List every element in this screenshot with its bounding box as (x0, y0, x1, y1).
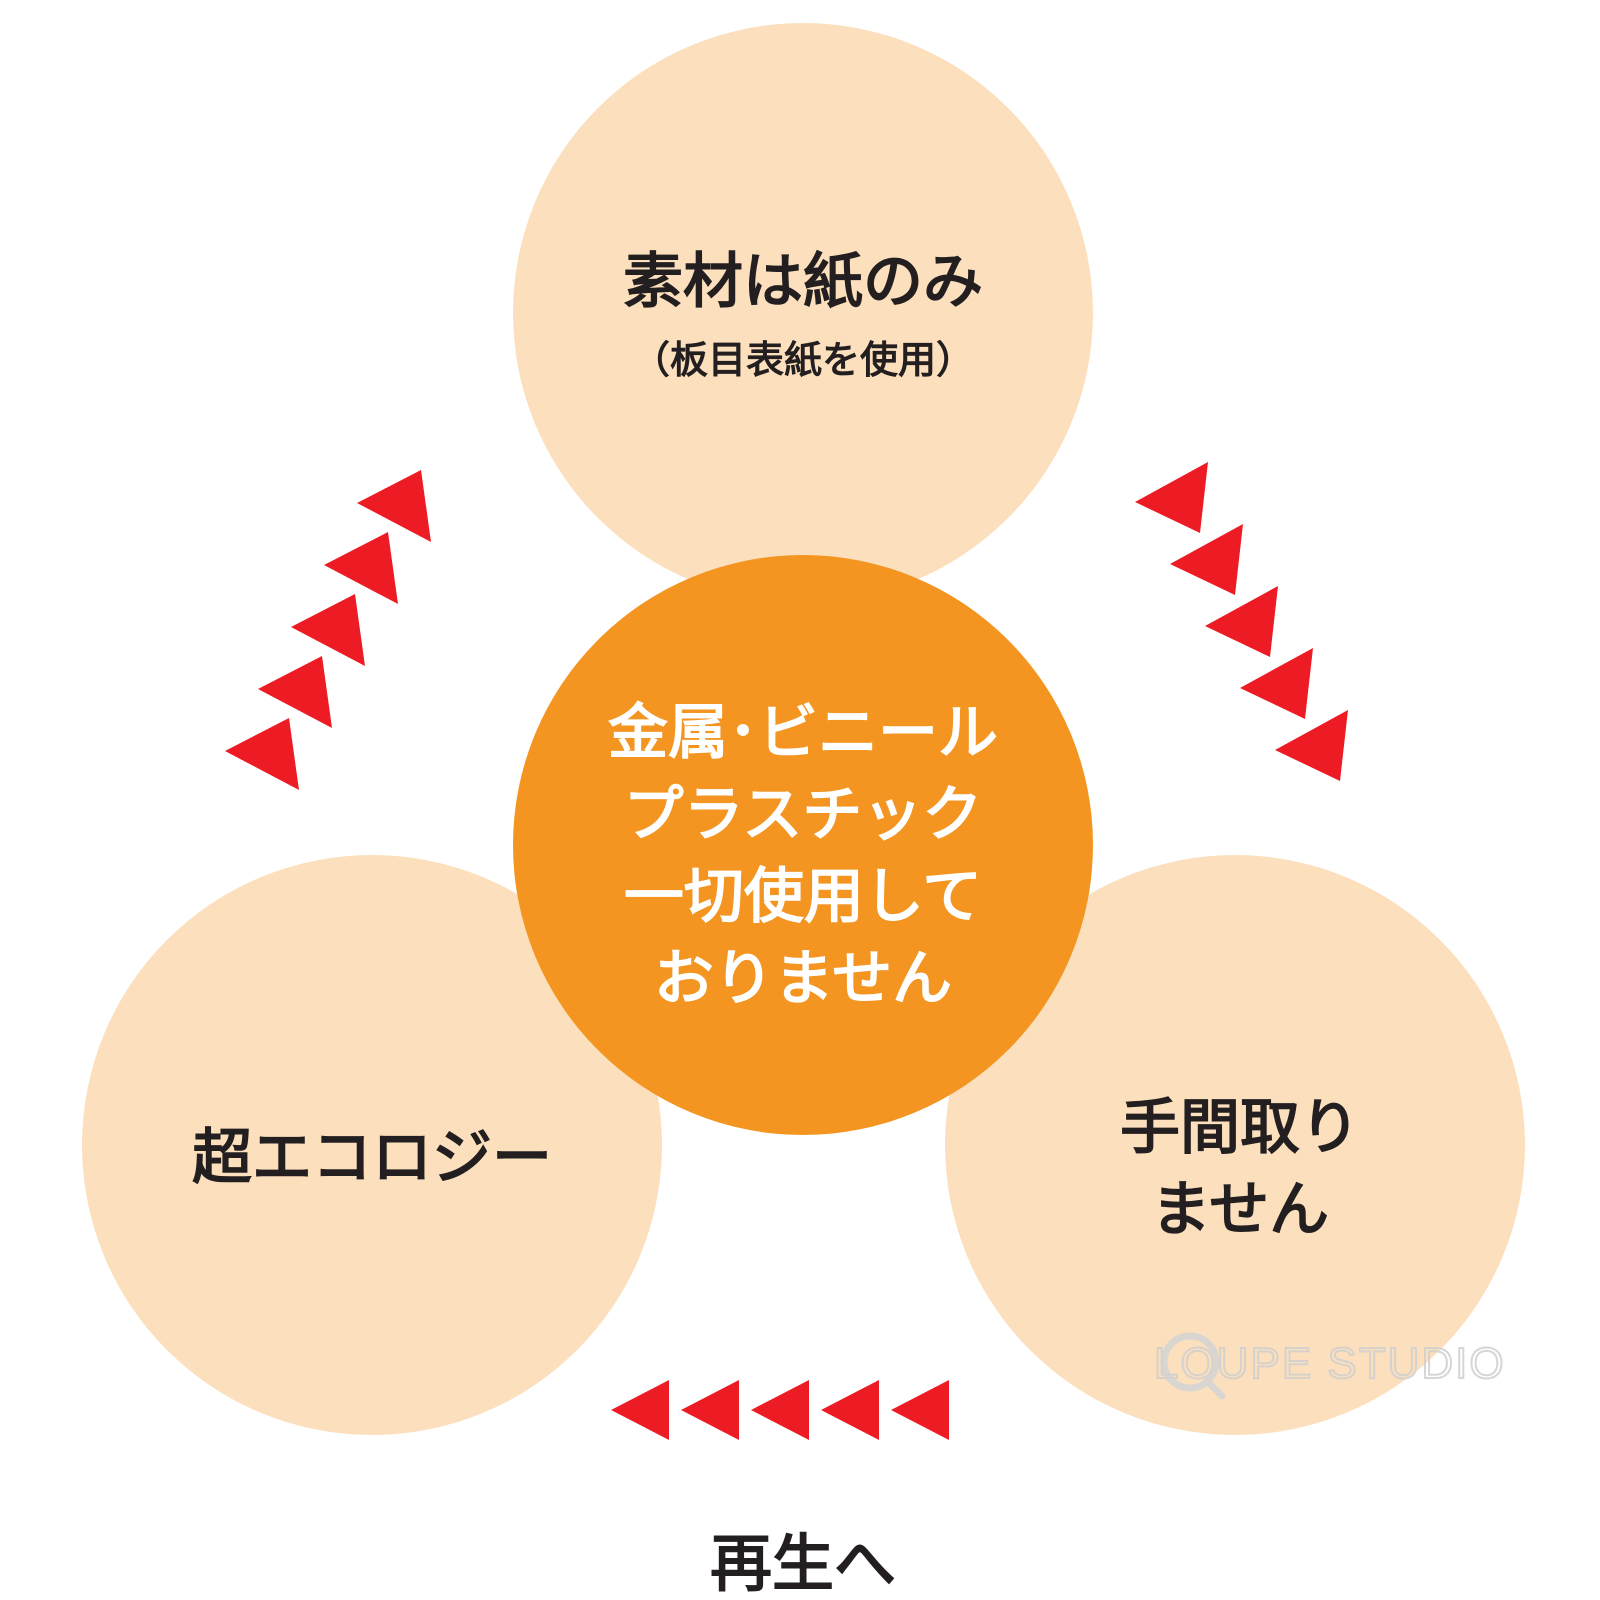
arrow-left-3 (291, 594, 365, 666)
watermark-text: LOUPE STUDIO (1154, 1339, 1506, 1388)
arrow-left-1 (357, 470, 431, 542)
watermark: LOUPE STUDIO (1153, 1332, 1506, 1400)
arrow-left-2 (324, 532, 398, 604)
circle-right (945, 855, 1525, 1435)
circle-center (513, 555, 1093, 1135)
arrow-right-2 (1170, 524, 1243, 595)
circle-center-line2: プラスチック (624, 780, 983, 850)
arrow-left-5 (225, 718, 299, 790)
arrow-group-left (225, 470, 431, 790)
arrow-right-4 (1240, 648, 1313, 719)
circle-top-title: 素材は紙のみ (623, 247, 983, 317)
circle-center-line3: 一切使用して (624, 862, 982, 932)
arrow-right-3 (1205, 586, 1278, 657)
loupe-logo-icon (1160, 1332, 1226, 1400)
circle-top-subtitle: （板目表紙を使用） (632, 338, 974, 382)
arrow-bottom-3 (751, 1380, 809, 1440)
arrow-right-1 (1135, 462, 1208, 533)
arrow-bottom-2 (681, 1380, 739, 1440)
circle-right-line1: 手間取り (1120, 1093, 1360, 1163)
arrow-bottom-4 (821, 1380, 879, 1440)
arrow-left-4 (258, 656, 332, 728)
circle-top (513, 23, 1093, 603)
circle-left-title: 超エコロジー (192, 1123, 552, 1193)
circle-center-line1: 金属･ビニール (608, 698, 998, 768)
arrow-right-5 (1275, 710, 1348, 781)
bottom-label: 再生へ (710, 1527, 896, 1600)
arrow-bottom-1 (611, 1380, 669, 1440)
circle-center-line4: おりません (654, 944, 952, 1014)
arrow-group-bottom (611, 1380, 949, 1440)
circle-right-line2: ません (1151, 1175, 1329, 1245)
arrow-bottom-5 (891, 1380, 949, 1440)
arrow-group-right (1135, 462, 1348, 781)
circle-left (82, 855, 662, 1435)
